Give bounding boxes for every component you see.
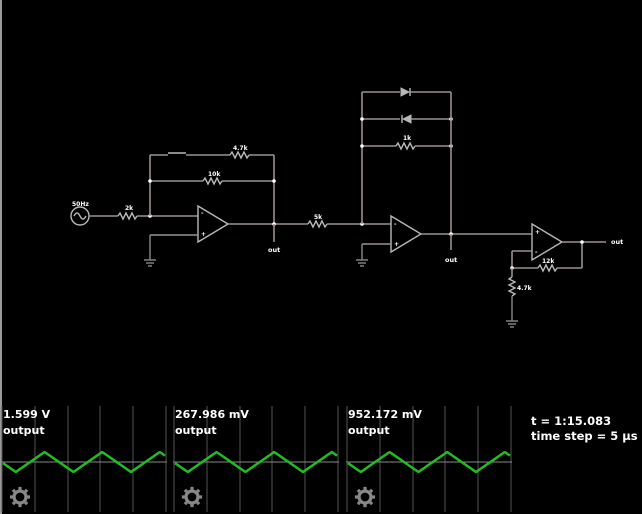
probe-out-2[interactable]: out [445, 256, 457, 264]
resistor-12k-label: 12k [542, 258, 555, 265]
sim-time-step: time step = 5 µs [531, 429, 638, 443]
ac-source-icon[interactable] [70, 206, 118, 226]
resistor-1k-label: 1k [403, 135, 412, 142]
left-border [0, 0, 2, 514]
svg-text:-: - [535, 249, 538, 256]
resistor-10k[interactable] [202, 176, 223, 186]
svg-text:-: - [394, 221, 397, 228]
resistor-2k[interactable] [117, 211, 138, 221]
scope-3-label: output [348, 424, 390, 437]
svg-text:-: - [201, 210, 204, 217]
sim-time: t = 1:15.083 [531, 414, 612, 428]
scope-1-value: 1.599 V [3, 408, 51, 421]
diode-reverse-icon[interactable] [401, 114, 412, 124]
scope-2-label: output [175, 424, 217, 437]
resistor-5k-label: 5k [314, 214, 323, 221]
simulation-info: t = 1:15.083 time step = 5 µs [531, 414, 638, 444]
opamp-3[interactable]: + - [531, 222, 564, 262]
svg-text:+: + [201, 231, 206, 238]
scope-2[interactable]: 267.986 mV output [173, 406, 339, 512]
diode-forward-icon[interactable] [400, 87, 411, 97]
resistor-10k-label: 10k [208, 171, 221, 178]
scope-3-value: 952.172 mV [348, 408, 422, 421]
resistor-12k[interactable] [537, 263, 558, 273]
resistor-2k-label: 2k [125, 205, 134, 212]
scope-3[interactable]: 952.172 mV output [346, 406, 512, 512]
svg-text:+: + [394, 241, 399, 248]
probe-out-3[interactable]: out [611, 238, 623, 246]
opamp-2[interactable]: - + [390, 214, 423, 254]
resistor-4-7k-label: 4.7k [233, 145, 249, 152]
scope-trace [2, 450, 166, 474]
gear-icon[interactable] [181, 486, 203, 508]
scope-1-label: output [3, 424, 45, 437]
scope-trace [347, 450, 511, 474]
resistor-4-7k-gnd[interactable] [507, 276, 517, 297]
scope-trace [174, 450, 338, 474]
gear-icon[interactable] [354, 486, 376, 508]
scope-2-value: 267.986 mV [175, 408, 249, 421]
resistor-4-7k[interactable] [229, 150, 250, 160]
resistor-4-7k-gnd-label: 4.7k [517, 285, 533, 292]
source-label: 50Hz [72, 201, 89, 208]
svg-text:+: + [535, 229, 540, 236]
circuit-canvas[interactable]: 50Hz 2k 4.7k 10k - + [0, 0, 642, 400]
resistor-1k[interactable] [395, 141, 416, 151]
opamp-1[interactable]: - + [197, 204, 230, 244]
resistor-5k[interactable] [307, 219, 328, 229]
scope-1[interactable]: 1.599 V output [1, 406, 167, 512]
probe-out-1[interactable]: out [268, 246, 280, 254]
gear-icon[interactable] [9, 486, 31, 508]
